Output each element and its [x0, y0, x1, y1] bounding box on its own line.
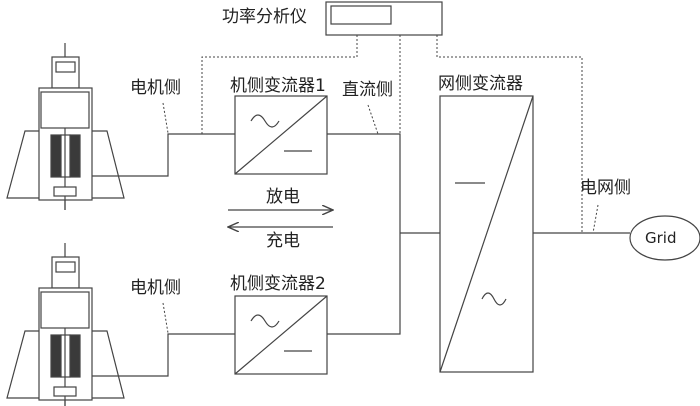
- grid-converter-label: 网侧变流器: [438, 74, 523, 94]
- motor-top: [6, 42, 125, 211]
- wires: [92, 133, 630, 377]
- dc-side-label: 直流侧: [342, 80, 393, 100]
- power-analyzer: [325, 1, 443, 36]
- motor-side-label-top: 电机侧: [130, 78, 181, 98]
- grid-ellipse: [629, 215, 700, 261]
- grid-label: Grid: [645, 229, 677, 247]
- grid-side-label: 电网侧: [580, 178, 631, 198]
- converter2-box: [234, 295, 328, 375]
- charge-label: 充电: [266, 231, 300, 251]
- motor-side-label-bottom: 电机侧: [130, 278, 181, 298]
- flow-arrows: [228, 210, 333, 227]
- converter1-label: 机侧变流器1: [230, 76, 326, 96]
- measurement-dashed-lines: [162, 35, 599, 334]
- power-analyzer-label: 功率分析仪: [222, 7, 307, 27]
- converter1-box: [234, 95, 328, 175]
- grid-converter-box: [439, 95, 534, 373]
- converter2-label: 机侧变流器2: [230, 274, 326, 294]
- motor-bottom: [6, 242, 125, 406]
- discharge-label: 放电: [266, 187, 300, 207]
